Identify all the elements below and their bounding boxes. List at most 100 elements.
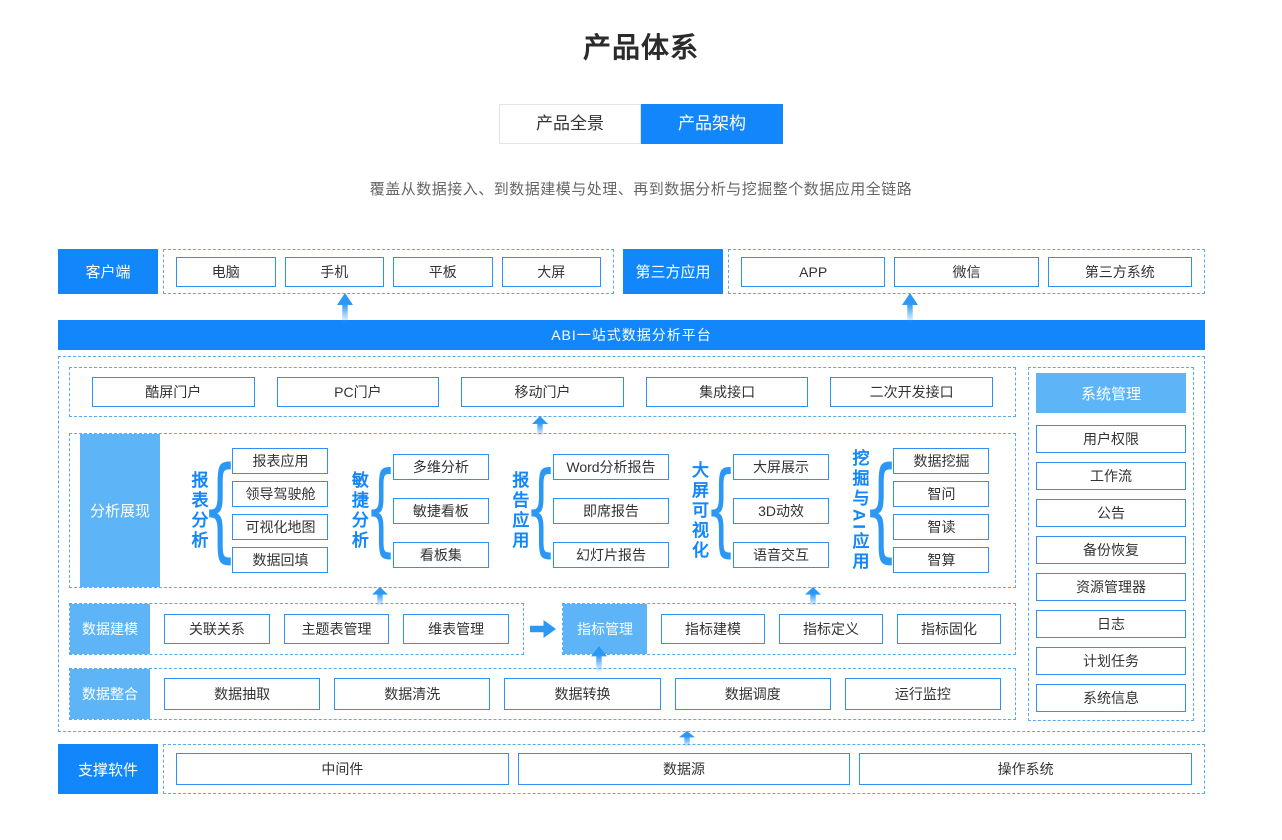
integration-box: 数据转换 bbox=[504, 678, 660, 710]
feature-box: 智算 bbox=[893, 547, 989, 573]
support-box: 操作系统 bbox=[859, 753, 1192, 785]
integration-label: 数据整合 bbox=[70, 669, 150, 719]
feature-box: 幻灯片报告 bbox=[553, 542, 668, 568]
modeling-box: 关联关系 bbox=[164, 614, 270, 644]
tab-bar: 产品全景 产品架构 bbox=[0, 104, 1282, 144]
indicator-container: 指标管理 指标建模指标定义指标固化 bbox=[562, 603, 1016, 655]
third-party-container: APP 微信第三方系统 bbox=[728, 249, 1205, 294]
portal-box: 酷屏门户 bbox=[92, 377, 255, 407]
system-box: 备份恢复 bbox=[1036, 536, 1186, 564]
feature-box: 报表应用 bbox=[232, 448, 328, 474]
modeling-box: 主题表管理 bbox=[284, 614, 390, 644]
modeling-box: 维表管理 bbox=[403, 614, 509, 644]
portal-box: PC门户 bbox=[277, 377, 440, 407]
group-bigscreen-visualization: 大屏可视化 { 大屏展示3D动效语音交互 bbox=[686, 434, 829, 587]
third-party-label: 第三方应用 bbox=[623, 249, 723, 294]
arrow-gap bbox=[69, 655, 1016, 668]
feature-box: 即席报告 bbox=[553, 498, 668, 524]
indicator-items: 指标建模指标定义指标固化 bbox=[647, 614, 1015, 644]
portal-box: 二次开发接口 bbox=[830, 377, 993, 407]
system-mgmt-items: 用户权限工作流公告备份恢复资源管理器日志计划任务系统信息 bbox=[1036, 425, 1186, 712]
modeling-container: 数据建模 关联关系主题表管理维表管理 bbox=[69, 603, 524, 655]
architecture-diagram: 客户端 电脑手机平板大屏 第三方应用 APP 微信第三方系统 ABI一站式数据分析… bbox=[58, 249, 1205, 794]
portal-box: 移动门户 bbox=[461, 377, 624, 407]
system-box: 日志 bbox=[1036, 610, 1186, 638]
portal-box: 集成接口 bbox=[646, 377, 809, 407]
integration-box: 运行监控 bbox=[845, 678, 1001, 710]
platform-banner: ABI一站式数据分析平台 bbox=[58, 320, 1205, 350]
arrow-gap bbox=[58, 732, 1205, 744]
system-box: 计划任务 bbox=[1036, 647, 1186, 675]
integration-row: 数据整合 数据抽取数据清洗数据转换数据调度运行监控 bbox=[69, 668, 1016, 720]
portal-row: 酷屏门户 PC门户移动门户集成接口二次开发接口 bbox=[69, 367, 1016, 417]
analysis-groups: 报表分析 { 报表应用领导驾驶舱可视化地图数据回填 敏捷分析 { 多维分析敏捷看… bbox=[160, 434, 1015, 587]
arrow-up-icon bbox=[902, 293, 918, 323]
support-box: 中间件 bbox=[176, 753, 509, 785]
feature-box: 智问 bbox=[893, 481, 989, 507]
client-devices-container: 电脑手机平板大屏 bbox=[163, 249, 614, 294]
arrow-right-icon bbox=[530, 620, 556, 638]
third-party-box: 微信 bbox=[894, 257, 1038, 287]
system-mgmt-label: 系统管理 bbox=[1036, 373, 1186, 413]
tab-product-architecture[interactable]: 产品架构 bbox=[641, 104, 783, 144]
modeling-items: 关联关系主题表管理维表管理 bbox=[150, 614, 523, 644]
group-items: 报表应用领导驾驶舱可视化地图数据回填 bbox=[232, 448, 328, 573]
brace-icon: { bbox=[531, 434, 551, 587]
feature-box: 数据回填 bbox=[232, 547, 328, 573]
support-items: 中间件数据源操作系统 bbox=[163, 744, 1205, 794]
group-report-analysis: 报表分析 { 报表应用领导驾驶舱可视化地图数据回填 bbox=[185, 434, 328, 587]
arrow-gap bbox=[58, 294, 1205, 320]
tab-product-overview[interactable]: 产品全景 bbox=[499, 104, 641, 144]
feature-box: 3D动效 bbox=[733, 498, 829, 524]
support-row: 支撑软件 中间件数据源操作系统 bbox=[58, 744, 1205, 794]
third-party-box: APP bbox=[741, 257, 885, 287]
system-box: 公告 bbox=[1036, 499, 1186, 527]
group-items: Word分析报告即席报告幻灯片报告 bbox=[553, 454, 668, 568]
system-box: 工作流 bbox=[1036, 462, 1186, 490]
indicator-box: 指标建模 bbox=[661, 614, 765, 644]
system-mgmt-panel: 系统管理 用户权限工作流公告备份恢复资源管理器日志计划任务系统信息 bbox=[1028, 367, 1194, 721]
system-box: 用户权限 bbox=[1036, 425, 1186, 453]
page-subtitle: 覆盖从数据接入、到数据建模与处理、再到数据分析与挖掘整个数据应用全链路 bbox=[0, 178, 1282, 199]
page-title: 产品体系 bbox=[0, 0, 1282, 66]
client-label: 客户端 bbox=[58, 249, 158, 294]
arrow-gap bbox=[69, 417, 1016, 433]
group-mining-ai: 挖掘与AI应用 { 数据挖掘智问智读智算 bbox=[846, 434, 989, 587]
system-box: 资源管理器 bbox=[1036, 573, 1186, 601]
integration-box: 数据清洗 bbox=[334, 678, 490, 710]
indicator-box: 指标固化 bbox=[897, 614, 1001, 644]
device-box: 大屏 bbox=[502, 257, 602, 287]
device-box: 电脑 bbox=[176, 257, 276, 287]
integration-items: 数据抽取数据清洗数据转换数据调度运行监控 bbox=[150, 678, 1015, 710]
platform-left-column: 酷屏门户 PC门户移动门户集成接口二次开发接口 分析展现 报表分析 { 报表应用领… bbox=[69, 367, 1016, 721]
analysis-section: 分析展现 报表分析 { 报表应用领导驾驶舱可视化地图数据回填 敏捷分析 { bbox=[69, 433, 1016, 588]
feature-box: 数据挖掘 bbox=[893, 448, 989, 474]
feature-box: Word分析报告 bbox=[553, 454, 668, 480]
third-party-box: 第三方系统 bbox=[1048, 257, 1192, 287]
feature-box: 敏捷看板 bbox=[393, 498, 489, 524]
group-report-application: 报告应用 { Word分析报告即席报告幻灯片报告 bbox=[506, 434, 668, 587]
indicator-box: 指标定义 bbox=[779, 614, 883, 644]
feature-box: 大屏展示 bbox=[733, 454, 829, 480]
integration-box: 数据抽取 bbox=[164, 678, 320, 710]
support-label: 支撑软件 bbox=[58, 744, 158, 794]
modeling-row: 数据建模 关联关系主题表管理维表管理 指标管理 指标建模指标定义指标固化 bbox=[69, 603, 1016, 655]
client-row: 客户端 电脑手机平板大屏 第三方应用 APP 微信第三方系统 bbox=[58, 249, 1205, 294]
client-group: 客户端 电脑手机平板大屏 bbox=[58, 249, 614, 294]
support-box: 数据源 bbox=[518, 753, 851, 785]
brace-icon: { bbox=[871, 434, 891, 587]
group-agile-analysis: 敏捷分析 { 多维分析敏捷看板看板集 bbox=[346, 434, 489, 587]
platform-container: 酷屏门户 PC门户移动门户集成接口二次开发接口 分析展现 报表分析 { 报表应用领… bbox=[58, 356, 1205, 732]
indicator-mgmt-label: 指标管理 bbox=[563, 604, 647, 654]
modeling-label: 数据建模 bbox=[70, 604, 150, 654]
device-box: 手机 bbox=[285, 257, 385, 287]
feature-box: 语音交互 bbox=[733, 542, 829, 568]
feature-box: 多维分析 bbox=[393, 454, 489, 480]
system-box: 系统信息 bbox=[1036, 684, 1186, 712]
group-items: 数据挖掘智问智读智算 bbox=[893, 448, 989, 573]
group-items: 大屏展示 3D动效语音交互 bbox=[733, 454, 829, 568]
arrow-gap bbox=[69, 588, 1016, 603]
brace-icon: { bbox=[210, 434, 230, 587]
arrow-up-icon bbox=[337, 293, 353, 323]
third-party-group: 第三方应用 APP 微信第三方系统 bbox=[623, 249, 1205, 294]
